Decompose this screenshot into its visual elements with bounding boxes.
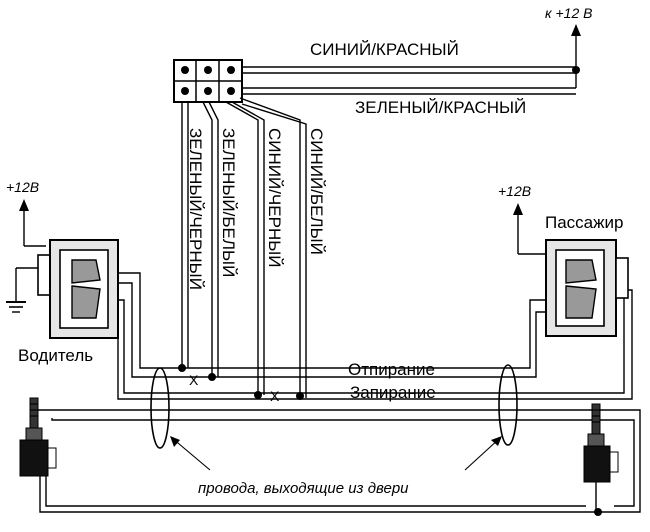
vertical-label-green-white: ЗЕЛЕНЫЙ/БЕЛЫЙ (219, 128, 238, 277)
wire-second-label: ЗЕЛЕНЫЙ/КРАСНЫЙ (355, 98, 526, 117)
passenger-switch-wires (340, 289, 633, 400)
passenger-switch (545, 239, 629, 337)
driver-supply-label: +12В (6, 179, 39, 195)
passenger-supply-arrow (513, 203, 546, 255)
horizontal-wires (242, 66, 577, 95)
unlock-label: Отпирание (348, 360, 435, 379)
note-arrows (170, 436, 502, 471)
cross-mark-left: X (189, 372, 199, 388)
driver-label: Водитель (18, 346, 93, 365)
connector-block (173, 59, 243, 103)
junction-points (178, 364, 304, 400)
lock-label: Запирание (350, 383, 436, 402)
vertical-label-blue-white: СИНИЙ/БЕЛЫЙ (307, 128, 326, 255)
wire-top-label: СИНИЙ/КРАСНЫЙ (310, 40, 459, 59)
top-supply-label: к +12 В (545, 5, 592, 21)
passenger-actuator (583, 403, 619, 516)
door-wires-note: провода, выходящие из двери (198, 480, 409, 497)
vertical-label-green-black: ЗЕЛЕНЫЙ/ЧЕРНЫЙ (186, 128, 205, 290)
driver-actuator (19, 397, 57, 477)
driver-supply-arrow (19, 199, 46, 247)
passenger-supply-label: +12В (498, 183, 531, 199)
wire-sleeves (150, 364, 518, 449)
driver-switch (37, 239, 119, 339)
vertical-label-blue-black: СИНИЙ/ЧЕРНЫЙ (265, 128, 284, 268)
driver-switch-wires (117, 272, 340, 400)
passenger-label: Пассажир (545, 213, 623, 232)
cross-mark-right: X (270, 388, 280, 404)
vertical-wire-bundle (181, 97, 307, 398)
